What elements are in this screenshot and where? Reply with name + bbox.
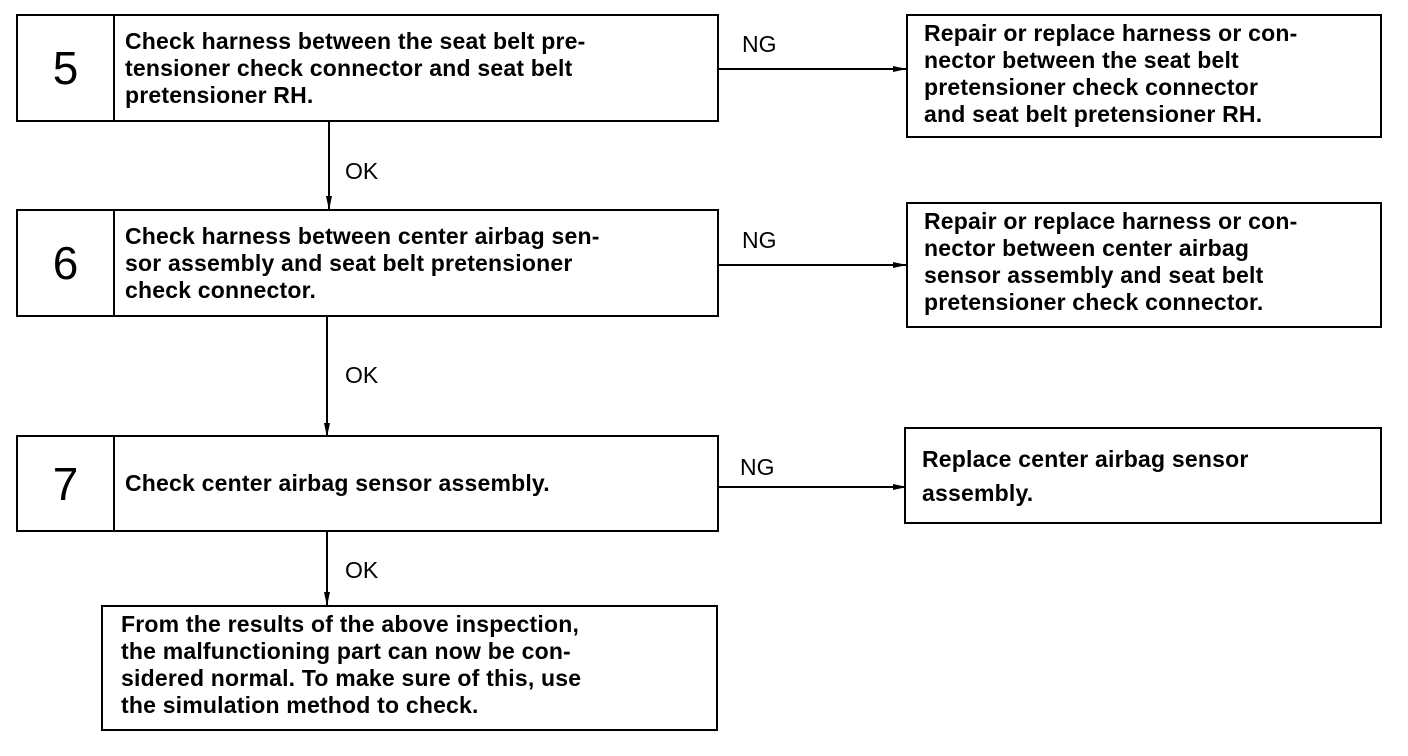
step-5-line-2: tensioner check connector and seat belt [125, 54, 573, 81]
step-6-ok-label: OK [345, 362, 379, 388]
step-6-result-line-2: nector between center airbag [924, 235, 1250, 261]
step-5-line-3: pretensioner RH. [125, 81, 314, 108]
step-7-result-line-2: assembly. [922, 480, 1034, 506]
step-6-box: 6 Check harness between center airbag se… [16, 209, 719, 317]
step-5-ok-label: OK [345, 158, 379, 184]
step-6-line-3: check connector. [125, 276, 317, 303]
final-line-1: From the results of the above inspection… [121, 611, 580, 637]
step-5-box: 5 Check harness between the seat belt pr… [16, 14, 719, 122]
step-5-result-line-3: pretensioner check connector [924, 74, 1259, 100]
step-5-text: Check harness between the seat belt pre-… [115, 16, 717, 120]
step-6-result-line-1: Repair or replace harness or con- [924, 208, 1298, 234]
step-6-number: 6 [18, 211, 115, 315]
final-line-3: sidered normal. To make sure of this, us… [121, 665, 582, 691]
step-7-ok-label: OK [345, 557, 379, 583]
step-7-ng-label: NG [740, 454, 775, 480]
step-6-line-2: sor assembly and seat belt pretensioner [125, 249, 573, 276]
step-7-ng-result: Replace center airbag sensor assembly. [904, 427, 1382, 524]
step-6-line-1: Check harness between center airbag sen- [125, 222, 600, 249]
final-line-4: the simulation method to check. [121, 692, 479, 718]
step-5-number: 5 [18, 16, 115, 120]
step-7-result-line-1: Replace center airbag sensor [922, 446, 1249, 472]
step-5-ng-label: NG [742, 31, 777, 57]
step-5-result-line-2: nector between the seat belt [924, 47, 1239, 73]
step-5-result-line-4: and seat belt pretensioner RH. [924, 101, 1263, 127]
final-line-2: the malfunctioning part can now be con- [121, 638, 571, 664]
final-result-box: From the results of the above inspection… [101, 605, 718, 731]
step-7-text: Check center airbag sensor assembly. [115, 437, 717, 530]
step-6-ng-label: NG [742, 227, 777, 253]
step-6-result-line-4: pretensioner check connector. [924, 289, 1264, 315]
step-5-result-line-1: Repair or replace harness or con- [924, 20, 1298, 46]
step-6-result-line-3: sensor assembly and seat belt [924, 262, 1264, 288]
step-7-line-1: Check center airbag sensor assembly. [125, 470, 550, 496]
step-5-line-1: Check harness between the seat belt pre- [125, 27, 586, 54]
step-5-ng-result: Repair or replace harness or con- nector… [906, 14, 1382, 138]
step-6-ng-result: Repair or replace harness or con- nector… [906, 202, 1382, 328]
step-6-text: Check harness between center airbag sen-… [115, 211, 717, 315]
step-7-box: 7 Check center airbag sensor assembly. [16, 435, 719, 532]
step-7-number: 7 [18, 437, 115, 530]
